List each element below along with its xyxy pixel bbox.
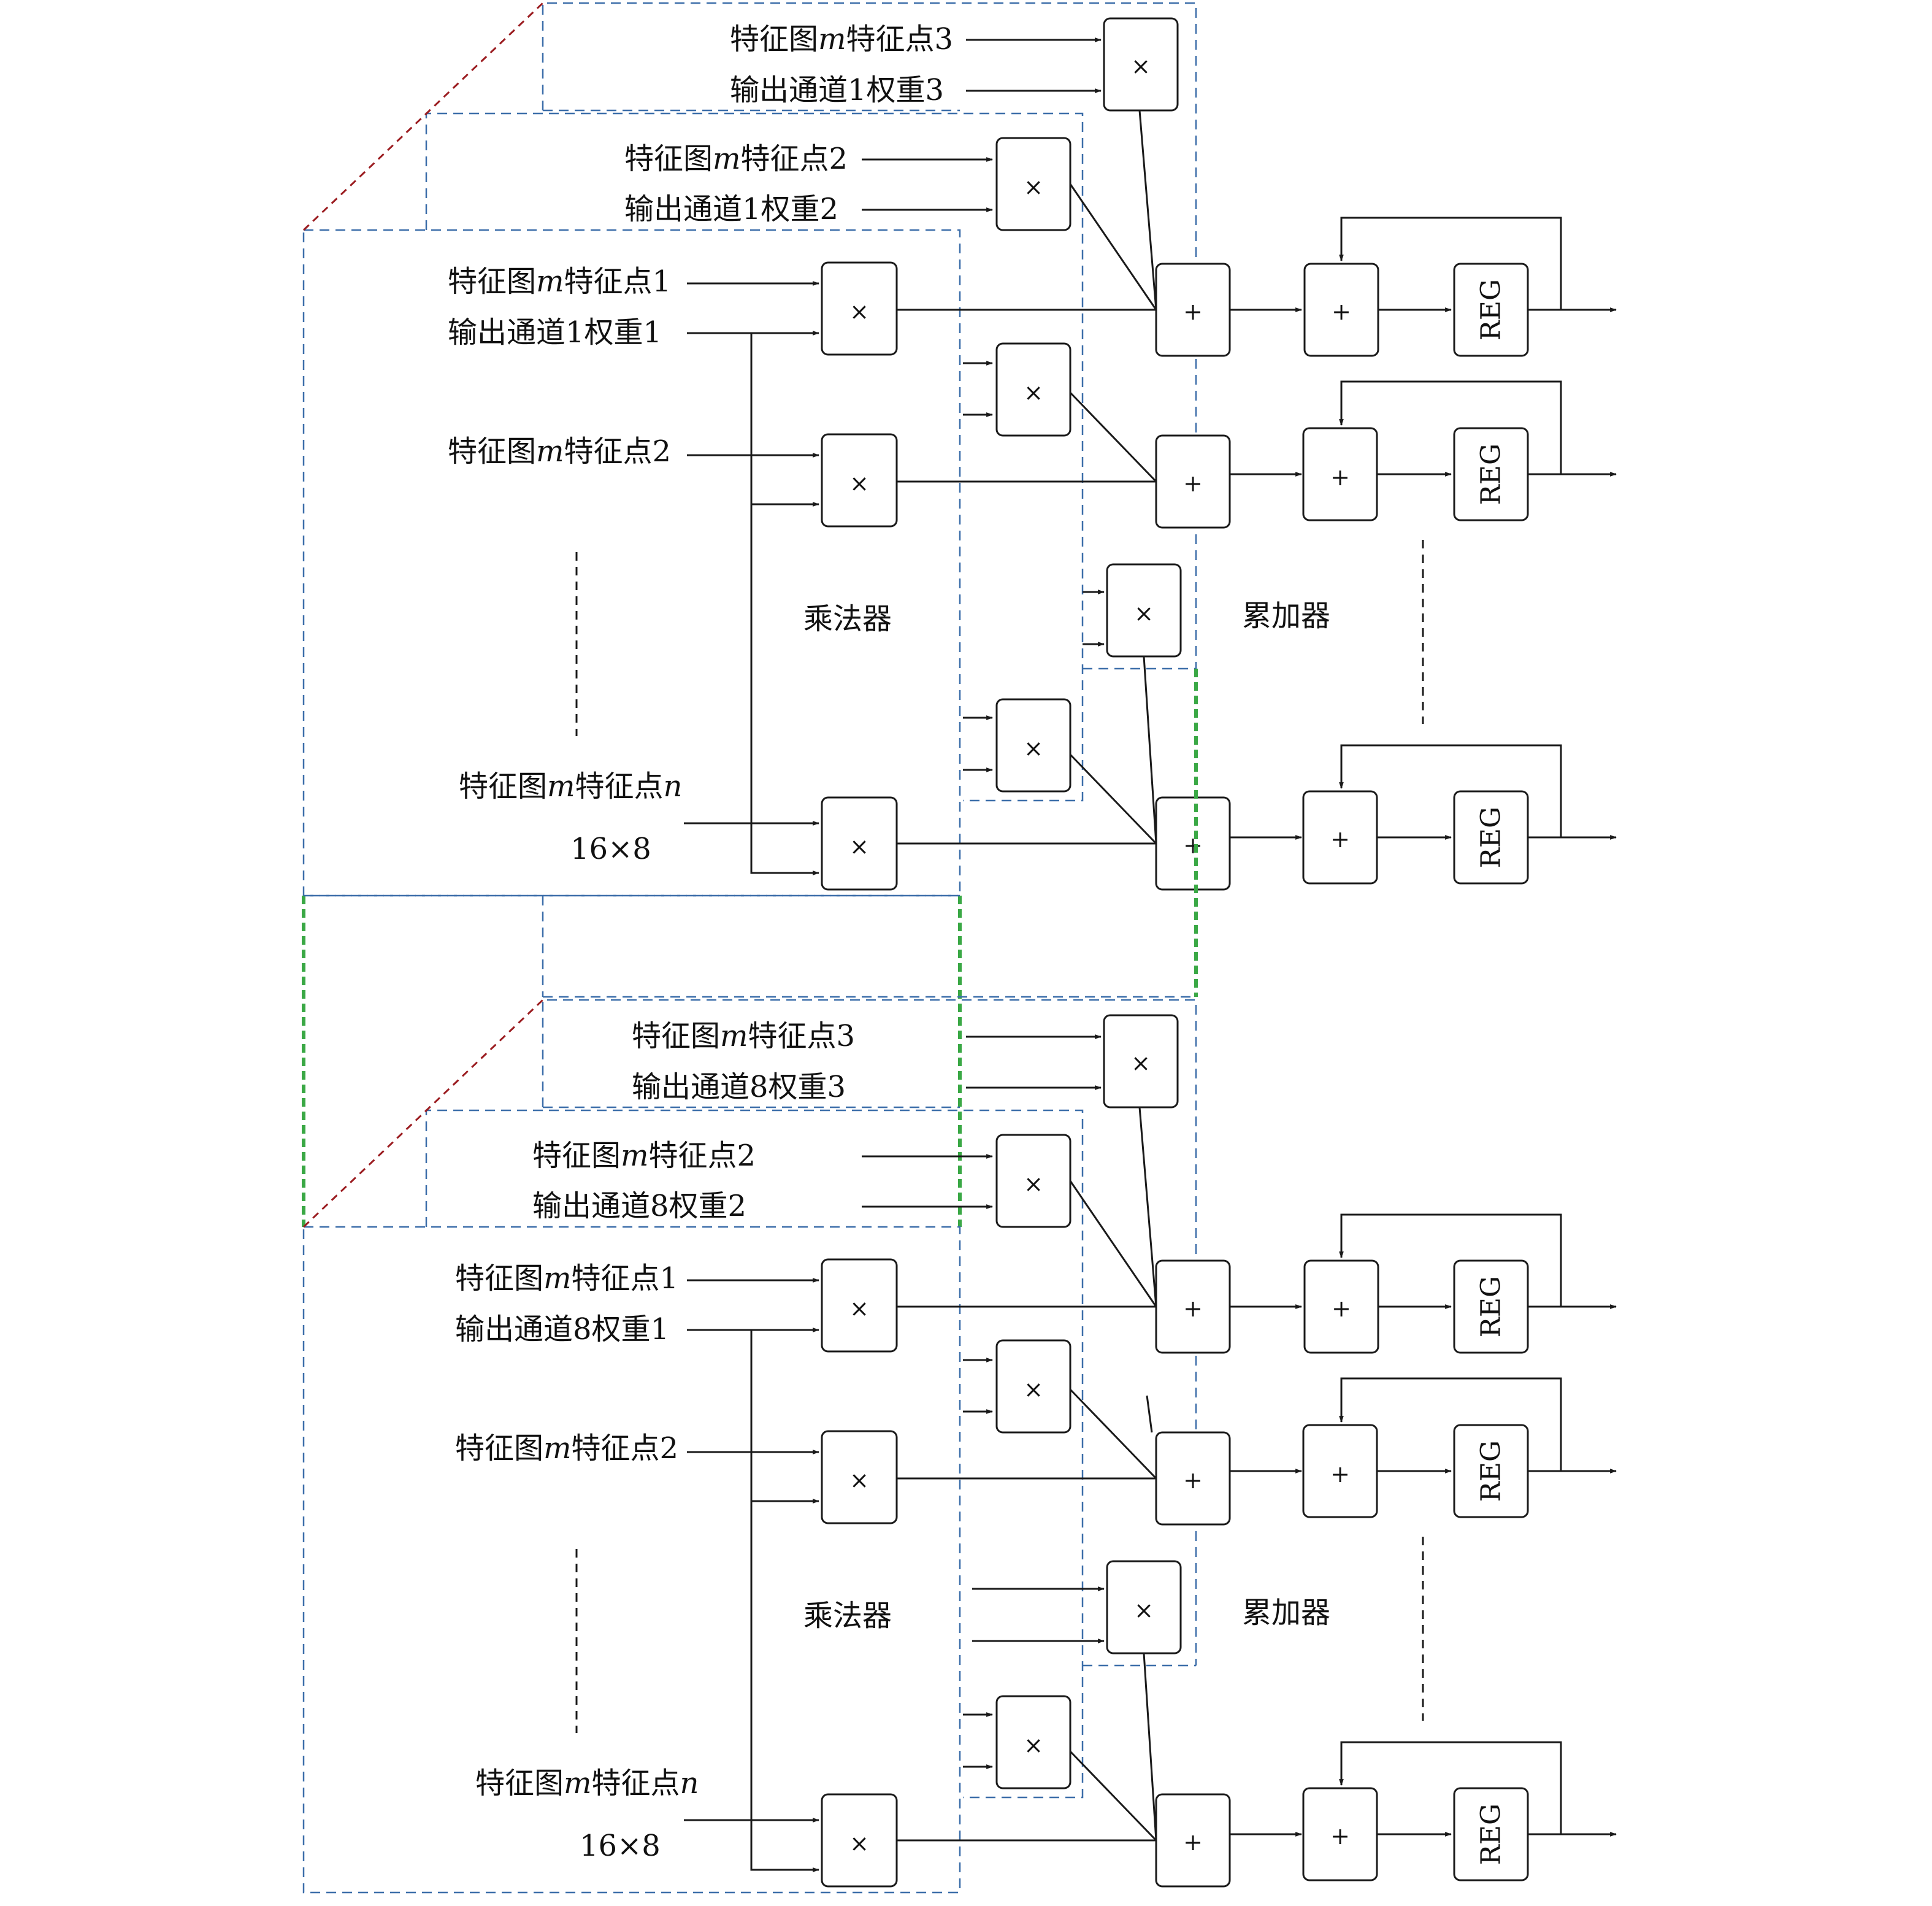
svg-text:×: × [1024, 1732, 1043, 1759]
svg-text:×: × [849, 1467, 869, 1494]
svg-text:+: + [1183, 298, 1203, 325]
svg-text:累加器: 累加器 [1242, 1596, 1330, 1630]
svg-text:+: + [1330, 464, 1350, 491]
svg-text:REG: REG [1476, 1804, 1507, 1865]
svg-text:特征图m特征点n: 特征图m特征点n [475, 1766, 699, 1800]
svg-text:输出通道8权重2: 输出通道8权重2 [532, 1189, 746, 1223]
acc-row-1: + REG [1230, 217, 1617, 357]
multiply-symbol: × [1131, 53, 1151, 80]
svg-text:+: + [1183, 1295, 1203, 1322]
acc-row-n-ch8: + REG [1230, 1741, 1617, 1881]
svg-text:+: + [1183, 1467, 1203, 1494]
svg-text:输出通道8权重3: 输出通道8权重3 [632, 1070, 846, 1104]
svg-text:×: × [849, 1295, 869, 1322]
layer3-point-label: 特征图m特征点3 [730, 22, 953, 56]
svg-text:×: × [1024, 1376, 1043, 1403]
depth-edge-top [302, 2, 544, 231]
svg-text:REG: REG [1476, 279, 1507, 340]
point2-label: 特征图m特征点2 [448, 434, 671, 469]
svg-text:×: × [849, 1830, 869, 1857]
size-label: 16×8 [570, 832, 651, 866]
svg-text:×: × [1024, 1170, 1043, 1197]
multiplier-r2 [821, 433, 898, 528]
acc-row-1-ch8: + REG [1230, 1213, 1617, 1354]
svg-text:+: + [1330, 826, 1350, 853]
svg-text:+: + [1330, 1823, 1350, 1850]
svg-text:×: × [1134, 1597, 1154, 1624]
svg-text:×: × [1024, 174, 1043, 201]
layer2-frame [425, 112, 1084, 802]
acc-row-2-ch8: + REG [1230, 1377, 1617, 1518]
svg-text:特征图m特征点3: 特征图m特征点3 [632, 1019, 855, 1053]
svg-text:×: × [1024, 735, 1043, 762]
layer3-weight-label: 输出通道1权重3 [730, 73, 944, 107]
svg-text:+: + [1183, 832, 1203, 859]
acc-row-2: + REG [1230, 380, 1617, 521]
svg-text:×: × [849, 298, 869, 325]
multiplier-l3 [1103, 17, 1179, 112]
svg-text:×: × [849, 470, 869, 497]
svg-text:+: + [1330, 1461, 1350, 1488]
multiplier-r1 [821, 261, 898, 356]
svg-text:16×8: 16×8 [580, 1829, 661, 1863]
svg-text:+: + [1183, 1829, 1203, 1856]
svg-text:+: + [1332, 298, 1351, 325]
svg-text:REG: REG [1476, 444, 1507, 505]
svg-text:+: + [1332, 1295, 1351, 1322]
svg-text:输出通道8权重1: 输出通道8权重1 [455, 1312, 669, 1347]
svg-text:×: × [1024, 379, 1043, 406]
svg-text:特征图m特征点2: 特征图m特征点2 [455, 1431, 678, 1466]
acc-row-n: + REG [1230, 744, 1617, 885]
svg-text:REG: REG [1476, 807, 1507, 868]
svg-text:REG: REG [1476, 1440, 1507, 1502]
point1-weight-label: 输出通道1权重1 [448, 315, 662, 350]
depth-edge-bottom [302, 999, 544, 1228]
svg-text:特征图m特征点2: 特征图m特征点2 [532, 1139, 756, 1173]
svg-text:乘法器: 乘法器 [803, 1599, 892, 1633]
pointn-label: 特征图m特征点n [459, 769, 682, 804]
group-divider [302, 669, 1198, 1227]
svg-text:×: × [849, 833, 869, 860]
svg-text:REG: REG [1476, 1276, 1507, 1337]
channel-group-8: 特征图m特征点3 输出通道8权重3 × 特征图m特征点2 输出通道8权重2 × … [302, 999, 1617, 1894]
point1-label: 特征图m特征点1 [448, 264, 671, 299]
multiplier-caption: 乘法器 [803, 602, 892, 636]
channel-group-1: 特征图m特征点3 输出通道1权重3 × 特征图m特征点2 输出通道1权重2 × … [302, 2, 1617, 897]
accumulator-caption: 累加器 [1242, 599, 1330, 633]
svg-text:+: + [1183, 470, 1203, 497]
layer2-weight-label: 输出通道1权重2 [624, 192, 838, 226]
svg-text:×: × [1134, 600, 1154, 627]
svg-text:特征图m特征点1: 特征图m特征点1 [455, 1261, 678, 1296]
layer2-point-label: 特征图m特征点2 [624, 142, 848, 176]
svg-text:×: × [1131, 1050, 1151, 1077]
